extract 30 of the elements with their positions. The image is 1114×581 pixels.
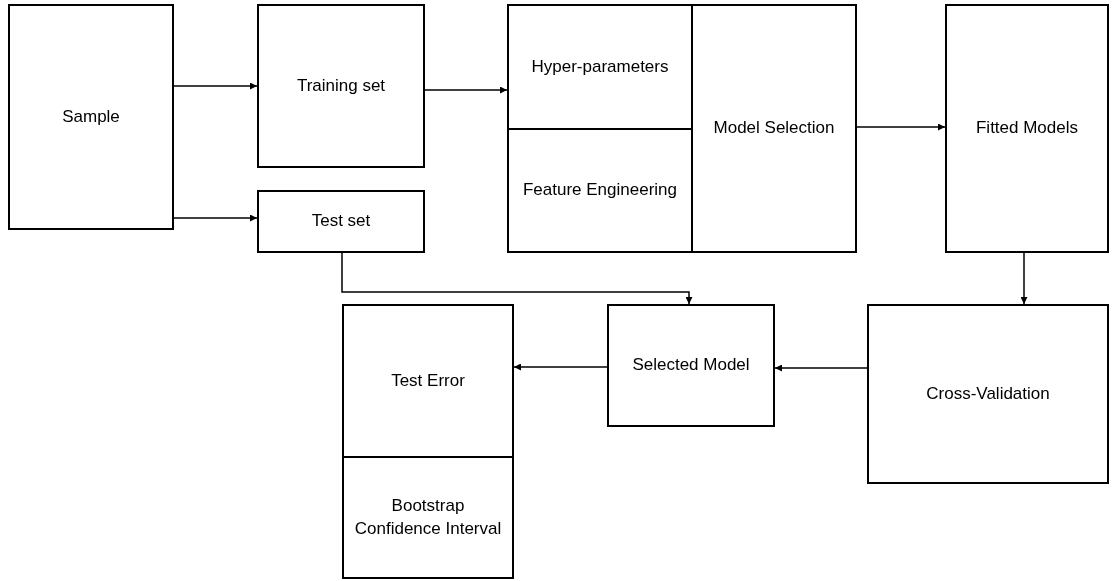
arrow [513, 363, 608, 371]
arrow [856, 123, 946, 131]
process-box [507, 128, 693, 253]
process-box [257, 4, 425, 168]
box-label: Fitted Models [975, 117, 1078, 140]
box-label: Sample [62, 105, 120, 128]
process-box [257, 190, 425, 253]
box-label: Training set [296, 74, 386, 97]
box-label: Hyper-parameters [531, 55, 669, 78]
box-label: Model Selection [713, 117, 835, 140]
process-box [691, 4, 857, 253]
arrow [341, 252, 693, 305]
process-box [8, 4, 174, 230]
box-label: Test set [311, 210, 371, 233]
box-label: Test Error [391, 369, 465, 392]
arrow [424, 86, 508, 94]
process-box [342, 456, 514, 579]
arrow [173, 214, 258, 222]
process-box [945, 4, 1109, 253]
box-label: Cross-Validation [926, 382, 1050, 405]
box-label: Bootstrap Confidence Interval [353, 495, 503, 540]
box-label: Selected Model [632, 354, 750, 377]
arrow [1020, 252, 1028, 305]
process-box [867, 304, 1109, 484]
process-box [607, 304, 775, 427]
box-label: Feature Engineering [522, 179, 677, 202]
arrow [774, 364, 868, 372]
arrow [173, 82, 258, 90]
process-box [342, 304, 514, 458]
process-box [507, 4, 693, 130]
